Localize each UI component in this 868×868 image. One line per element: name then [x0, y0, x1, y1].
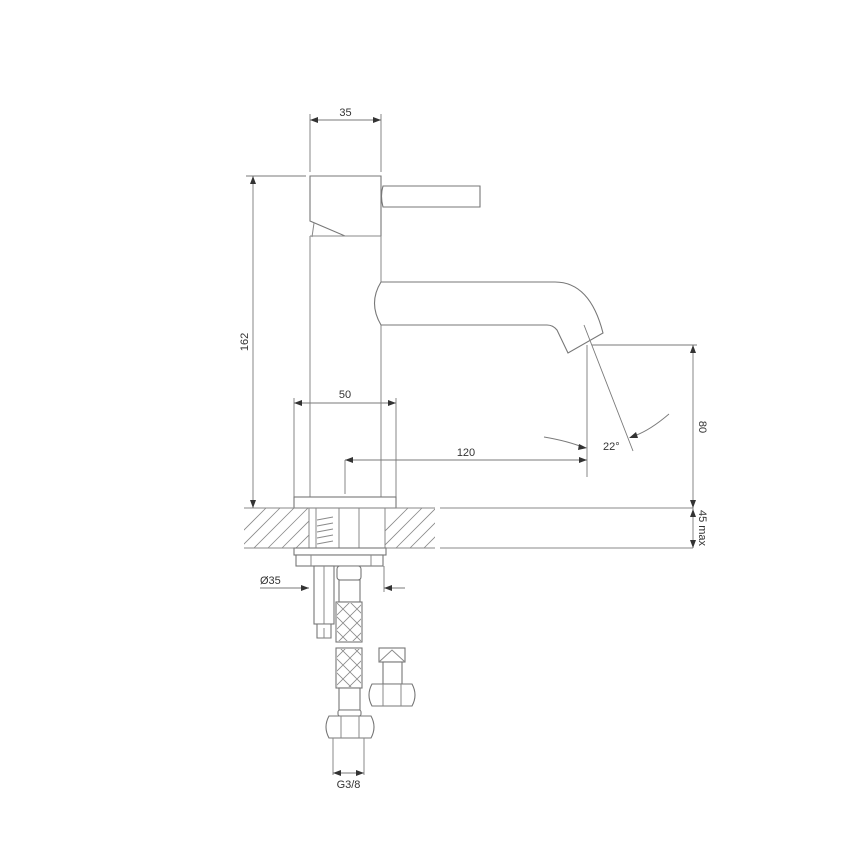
fixing-stud [313, 565, 335, 639]
dim-base-width: 50 [293, 389, 397, 497]
dim-label-hole: Ø35 [260, 575, 281, 587]
lever [380, 185, 481, 208]
dim-label-80: 80 [696, 421, 708, 433]
dim-hole-diameter: Ø35 [260, 566, 405, 592]
dim-total-height: 162 [239, 175, 306, 508]
dim-label-thread: G3/8 [337, 779, 361, 791]
dim-label-162: 162 [239, 333, 251, 351]
spout [373, 281, 604, 354]
dim-body-width: 35 [309, 107, 382, 172]
dim-label-45max: 45 max [696, 510, 708, 547]
valve-nut [368, 683, 416, 707]
isolation-valve [368, 647, 416, 707]
dim-label-120: 120 [457, 447, 475, 459]
hose-lower [325, 647, 375, 775]
dim-connection-thread: G3/8 [333, 770, 364, 791]
dim-label-35: 35 [339, 107, 351, 119]
dim-spout-reach: 120 [344, 345, 588, 494]
dim-spout-height: 80 [592, 344, 708, 508]
dim-deck-thickness: 45 max [690, 508, 708, 548]
base-plate [293, 496, 397, 509]
tap-body [293, 175, 604, 509]
dim-label-22deg: 22° [603, 441, 620, 453]
dim-spout-angle: 22° [543, 324, 670, 453]
hose-nut [325, 715, 375, 739]
deck-section [244, 507, 693, 567]
hose-upper [335, 565, 363, 643]
dim-label-50: 50 [339, 389, 351, 401]
handle-block [309, 175, 382, 237]
